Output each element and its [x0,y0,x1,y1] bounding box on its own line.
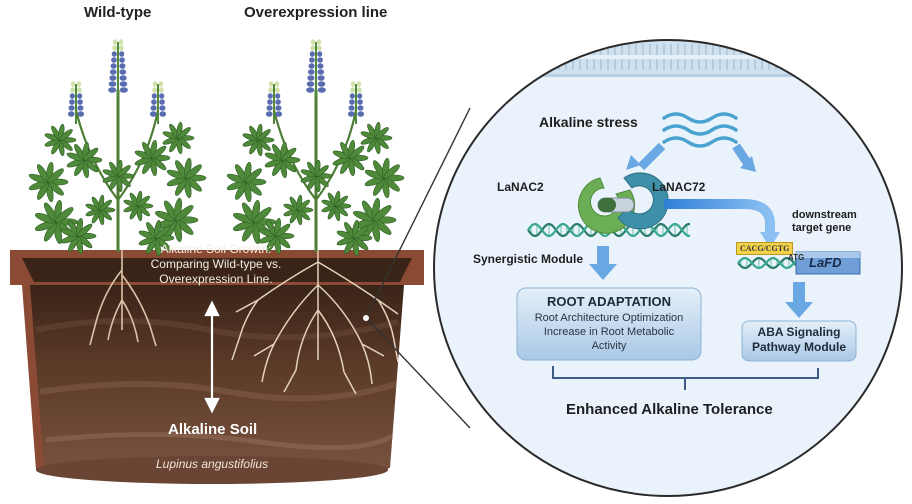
root-adaptation-title: ROOT ADAPTATION [547,294,671,309]
wild-type-roots [89,250,157,347]
synergistic-arrow [589,246,617,280]
aba-module-label: ABA Signaling Pathway Module [751,325,846,354]
lanac72-to-target-arrow [664,199,780,248]
zoom-circle [433,39,903,497]
atg-label: ATG [788,253,805,262]
aba-arrow [785,282,813,318]
overexpression-roots [231,250,399,395]
lanac72-protein [617,172,669,230]
zoom-point [363,315,369,321]
protein-linker-left [598,198,616,212]
stress-wave-icon [662,112,738,148]
flower-pot [10,250,424,484]
motif-label: CACG/CGTG [736,242,794,255]
wild-type-plant [28,39,207,257]
species-label: Lupinus angustifolius [156,457,269,471]
root-adaptation-body: Root Architecture Optimization Increase … [534,312,684,352]
soil-depth-arrow [204,300,220,414]
overexpression-line-label: Overexpression line [244,4,388,21]
overexpression-plant [226,39,405,257]
lafd-label: LaFD [809,255,842,270]
root-adaptation-box [516,287,702,361]
convergence-bracket [552,366,819,390]
alkaline-stress-label: Alkaline stress [539,114,638,130]
dna-helix-target [737,257,801,269]
alkaline-soil-label: Alkaline Soil [168,421,258,438]
aba-box [741,320,857,362]
stress-arrow-left [626,142,666,171]
lanac72-label: LaNAC72 [652,180,706,194]
stress-arrow-right [732,143,756,172]
zoom-lines [365,107,471,429]
lafd-gene [795,251,861,275]
soil-caption: Alkaline Soil Growth: Comparing Wild-typ… [150,242,282,286]
enhanced-tolerance-label: Enhanced Alkaline Tolerance [566,401,773,418]
lanac2-label: LaNAC2 [497,180,544,194]
downstream-target-label: downstream target gene [792,209,857,234]
wild-type-label: Wild-type [84,4,152,21]
synergistic-module-label: Synergistic Module [473,252,584,266]
